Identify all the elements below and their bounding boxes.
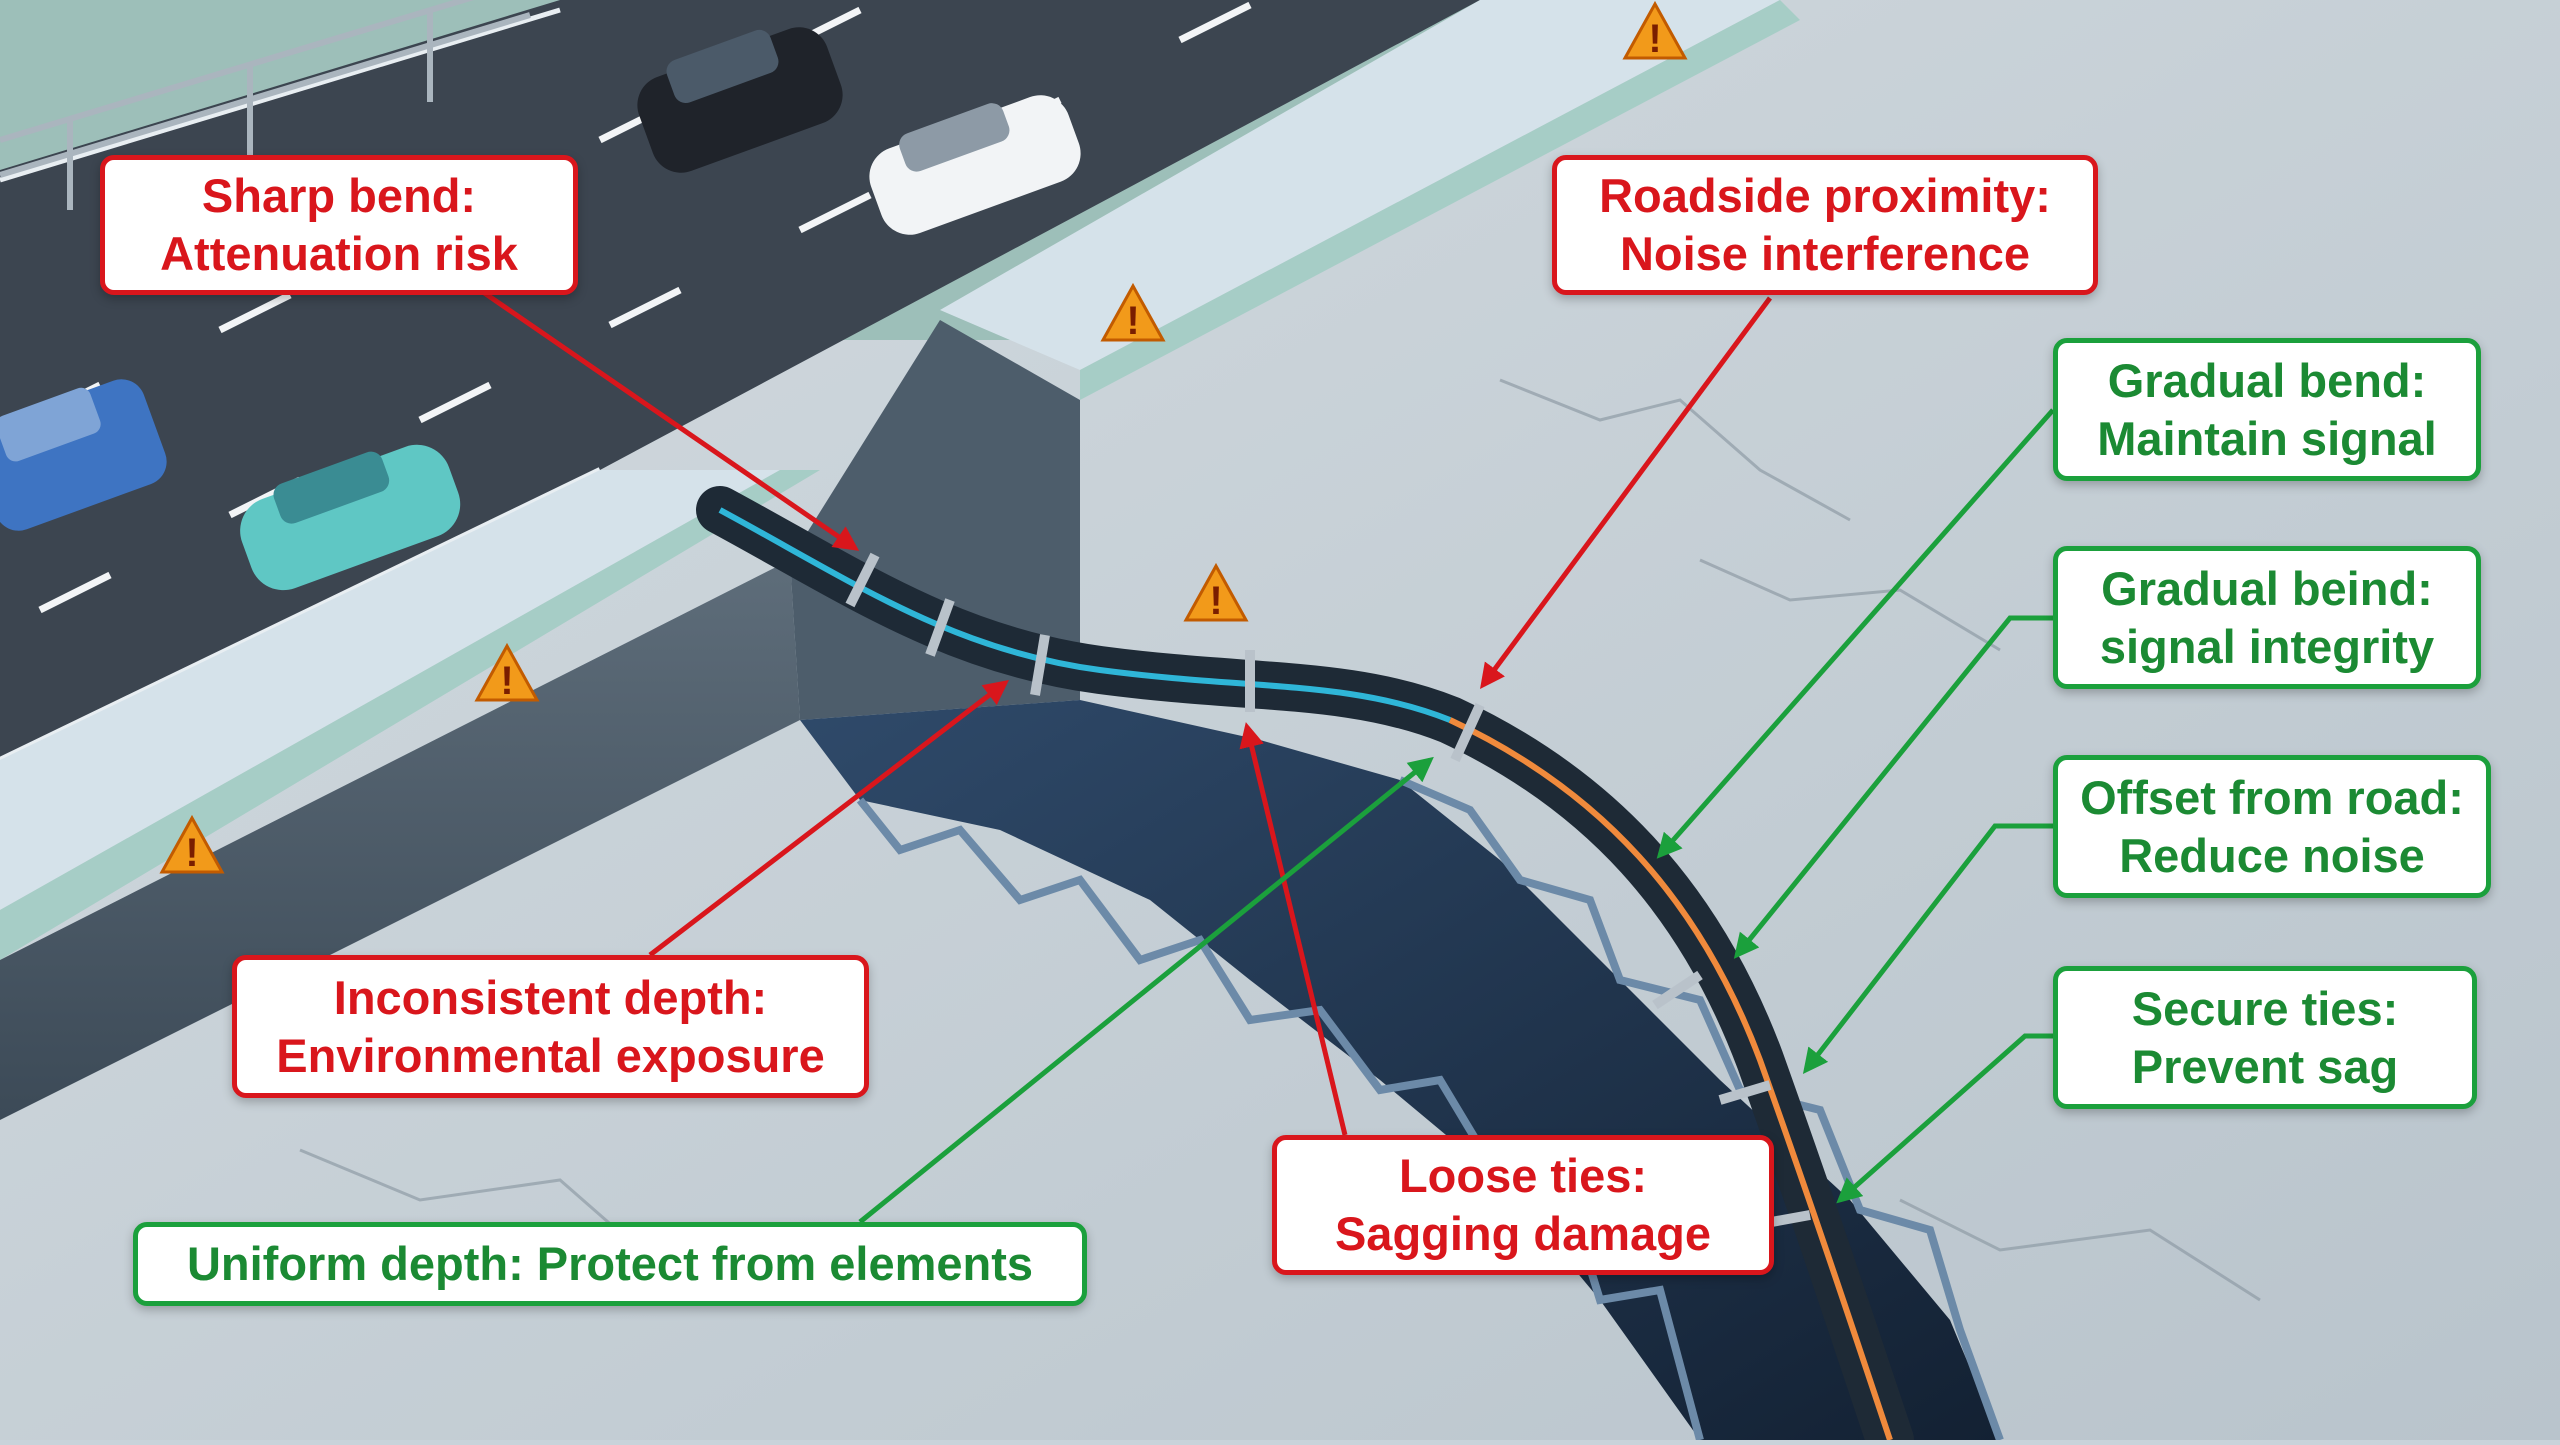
callout-inconsistent-depth: Inconsistent depth: Environmental exposu…	[232, 955, 869, 1098]
svg-text:!: !	[1648, 17, 1661, 61]
svg-text:!: !	[1126, 299, 1139, 343]
callout-loose-ties: Loose ties: Sagging damage	[1272, 1135, 1774, 1275]
callout-gradual-bend-2: Gradual beind: signal integrity	[2053, 546, 2481, 689]
callout-secure-ties: Secure ties: Prevent sag	[2053, 966, 2477, 1109]
callout-sharp-bend: Sharp bend: Attenuation risk	[100, 155, 578, 295]
svg-text:!: !	[185, 831, 198, 875]
callout-uniform-depth: Uniform depth: Protect from elements	[133, 1222, 1087, 1306]
callout-roadside-proximity: Roadside proximity: Noise interference	[1552, 155, 2098, 295]
svg-text:!: !	[500, 659, 513, 703]
svg-text:!: !	[1209, 579, 1222, 623]
callout-offset-from-road: Offset from road: Reduce noise	[2053, 755, 2491, 898]
callout-gradual-bend-1: Gradual bend: Maintain signal	[2053, 338, 2481, 481]
